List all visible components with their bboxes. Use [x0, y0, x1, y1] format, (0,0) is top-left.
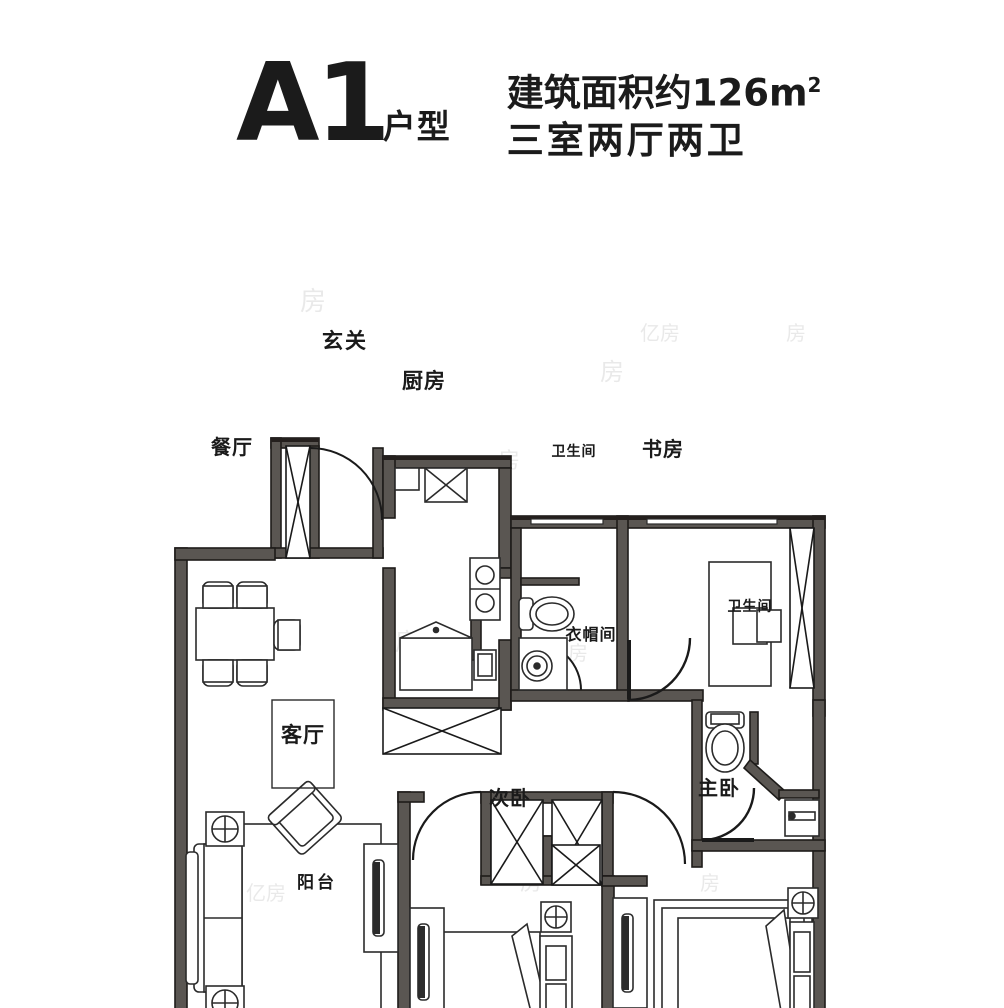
wall-shadow-group: [271, 438, 825, 520]
room-label-study: 书房: [642, 437, 684, 461]
svg-text:房: 房: [786, 321, 806, 345]
room-label-kitchen: 厨房: [402, 369, 446, 393]
svg-text:房: 房: [300, 287, 326, 317]
living-label-frame: [271, 699, 335, 789]
bath1-fixtures: [518, 596, 575, 691]
svg-text:亿房: 亿房: [640, 321, 680, 345]
plan-code: A1: [236, 41, 391, 166]
plan-type-label: 户型: [382, 107, 451, 146]
room-label-bedroom-2: 次卧: [489, 786, 531, 810]
room-label-bedroom-main: 主卧: [698, 776, 740, 800]
room-label-living: 客厅: [281, 723, 325, 747]
room-label-entry: 玄关: [322, 329, 368, 353]
svg-text:亿房: 亿房: [246, 881, 286, 905]
room-label-group: 玄关 厨房 餐厅 卫生间 书房 卫生间 衣帽间 客厅 次卧 主卧 阳台: [211, 329, 773, 893]
plan-rooms-text: 三室两厅两卫: [506, 119, 747, 163]
floorplan-svg: 房 房 房 亿房 房 亿房 房 房 亿房 房: [174, 287, 826, 1008]
room-label-closet: 衣帽间: [565, 625, 616, 644]
plan-area-text: 建筑面积约126m2: [506, 71, 822, 115]
room-label-bath-1: 卫生间: [552, 443, 597, 460]
room-label-dining: 餐厅: [211, 435, 253, 459]
room-label-bath-2: 卫生间: [728, 598, 773, 615]
bedroom2-furniture: [363, 843, 648, 1008]
room-label-balcony: 阳台: [297, 872, 337, 893]
plan-header: A1 户型 建筑面积约126m2 三室两厅两卫: [0, 0, 1004, 200]
window-group: [530, 518, 778, 525]
study-desk-icon: [708, 561, 782, 687]
kitchen-fixtures: [394, 467, 501, 691]
living-room-furniture: [185, 780, 382, 1008]
floorplan-canvas: 房 房 房 亿房 房 亿房 房 房 亿房 房: [0, 200, 1004, 1008]
master-bedroom-furniture: [653, 887, 819, 1008]
svg-text:房: 房: [600, 358, 624, 386]
x-panel-group: [285, 445, 815, 886]
furniture-group: [185, 467, 820, 1008]
svg-text:房: 房: [700, 871, 720, 895]
dining-table-icon: [195, 581, 301, 687]
bath2-fixtures: [705, 711, 820, 837]
